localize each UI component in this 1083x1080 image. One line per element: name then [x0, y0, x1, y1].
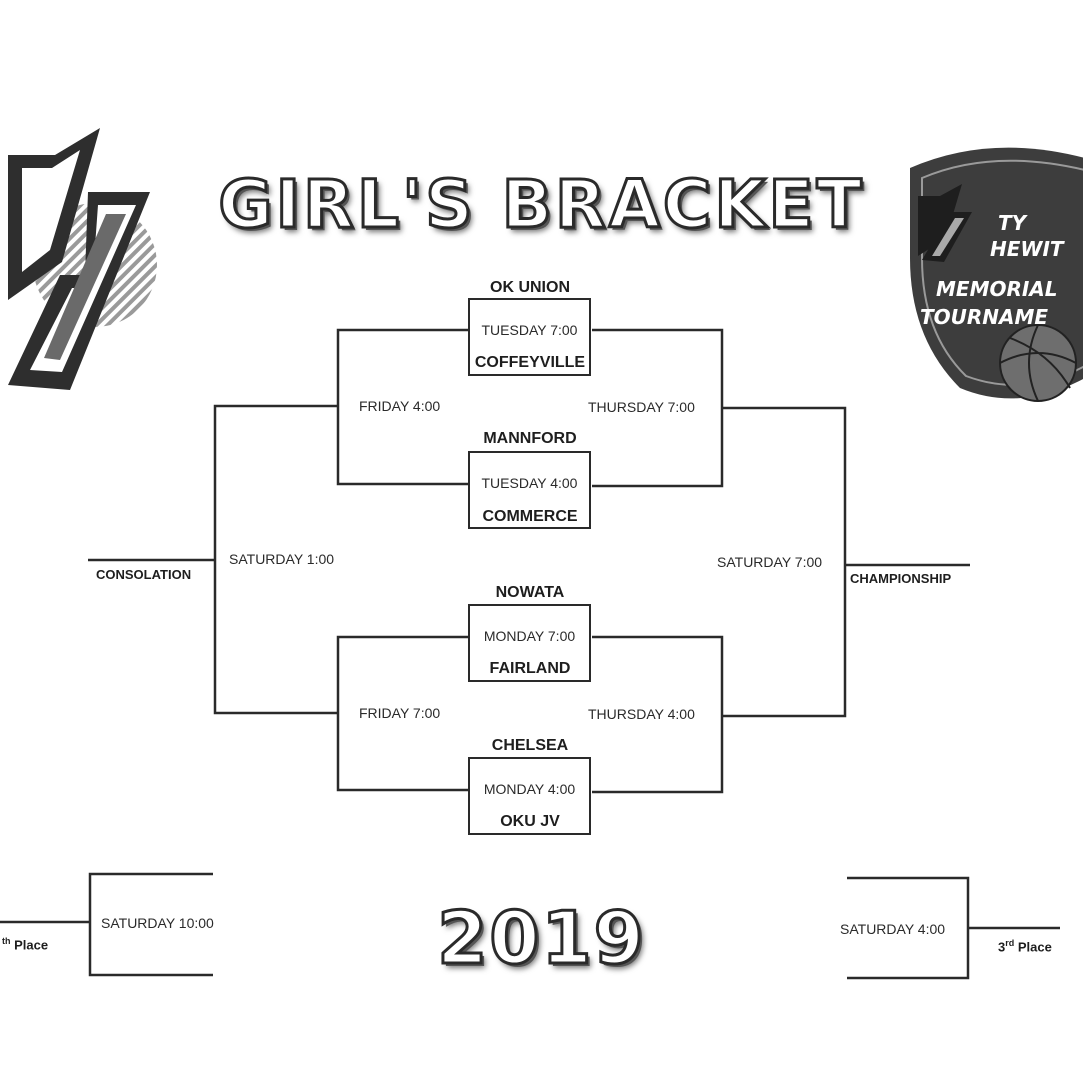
placement-left-time: SATURDAY 10:00	[101, 915, 214, 931]
bracket-title: GIRL'S BRACKET	[217, 165, 865, 245]
championship-semi2-time: THURSDAY 4:00	[588, 706, 695, 722]
placement-left-label: th Place	[2, 936, 48, 952]
right-logo-line4: TOURNAME	[920, 305, 1048, 329]
placement-right-label: 3rd Place	[998, 938, 1052, 954]
right-logo: TY HEWIT MEMORIAL TOURNAME	[910, 147, 1083, 402]
placement-right-text: Place	[1014, 939, 1052, 955]
placement-right-prefix: 3	[998, 939, 1006, 955]
game1-top-team: OK UNION	[490, 279, 570, 296]
bracket-year: 2019	[436, 895, 646, 982]
game2-bottom-team: COMMERCE	[482, 508, 578, 525]
right-logo-line2: HEWIT	[990, 237, 1065, 261]
consolation-semi1-time: FRIDAY 4:00	[359, 398, 441, 414]
game4-time: MONDAY 4:00	[483, 781, 576, 797]
right-logo-line3: MEMORIAL	[936, 277, 1058, 301]
right-logo-line1: TY	[998, 211, 1029, 235]
consolation-semi2-time: FRIDAY 7:00	[359, 705, 441, 721]
consolation-final-time: SATURDAY 1:00	[229, 551, 335, 567]
game3-box	[468, 604, 591, 682]
game1-bottom-team: COFFEYVILLE	[474, 354, 586, 371]
consolation-label: CONSOLATION	[96, 567, 192, 582]
game2-top-team: MANNFORD	[483, 430, 577, 447]
game2-box	[468, 451, 591, 529]
game2-time: TUESDAY 4:00	[481, 475, 578, 491]
placement-left-sup: th	[2, 936, 11, 946]
game1-box	[468, 298, 591, 376]
game3-time: MONDAY 7:00	[483, 628, 576, 644]
game3-bottom-team: FAIRLAND	[489, 660, 571, 677]
championship-label: CHAMPIONSHIP	[850, 571, 952, 586]
championship-semi1-time: THURSDAY 7:00	[588, 399, 695, 415]
placement-right-time: SATURDAY 4:00	[840, 921, 946, 937]
game4-box	[468, 757, 591, 835]
game4-top-team: CHELSEA	[491, 737, 569, 754]
left-logo	[8, 128, 157, 390]
game1-time: TUESDAY 7:00	[481, 322, 578, 338]
championship-final-time: SATURDAY 7:00	[717, 554, 823, 570]
game4-bottom-team: OKU JV	[500, 813, 560, 830]
placement-right-sup: rd	[1005, 938, 1015, 948]
game3-top-team: NOWATA	[495, 584, 565, 601]
placement-left-text: Place	[10, 937, 49, 953]
